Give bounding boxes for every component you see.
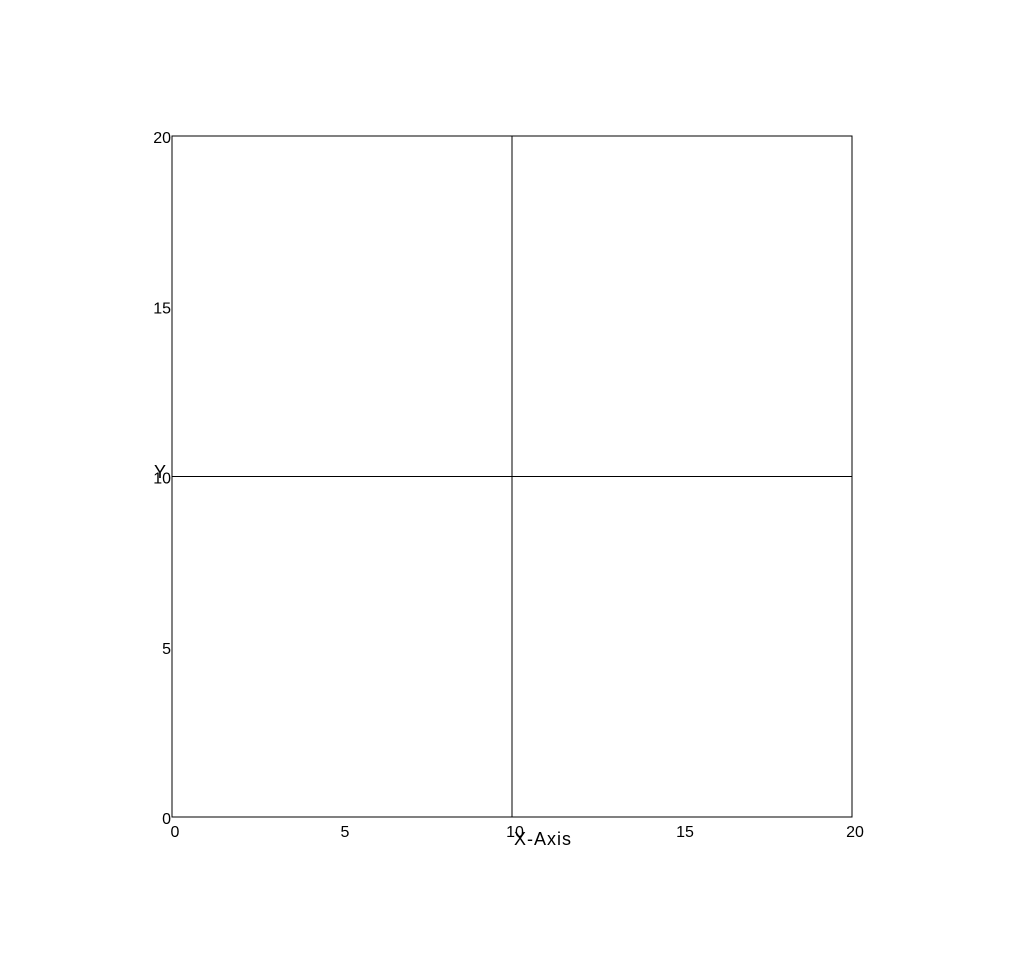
y-tick-label: 20 bbox=[153, 130, 171, 147]
y-axis-title: Y bbox=[154, 462, 167, 482]
y-tick-label: 10 bbox=[153, 471, 171, 488]
y-tick-label: 5 bbox=[162, 641, 171, 658]
y-tick-labels: 0 5 10 15 20 bbox=[153, 130, 171, 828]
reference-lines bbox=[172, 136, 852, 817]
x-tick-labels: 0 5 10 15 20 bbox=[171, 824, 864, 841]
y-tick-label: 15 bbox=[153, 300, 171, 317]
x-tick-label: 0 bbox=[171, 824, 180, 841]
x-axis-title: X-Axis bbox=[514, 829, 572, 849]
y-tick-label: 0 bbox=[162, 811, 171, 828]
x-tick-label: 10 bbox=[506, 824, 524, 841]
x-tick-label: 20 bbox=[846, 824, 864, 841]
x-tick-label: 15 bbox=[676, 824, 694, 841]
x-tick-label: 5 bbox=[341, 824, 350, 841]
